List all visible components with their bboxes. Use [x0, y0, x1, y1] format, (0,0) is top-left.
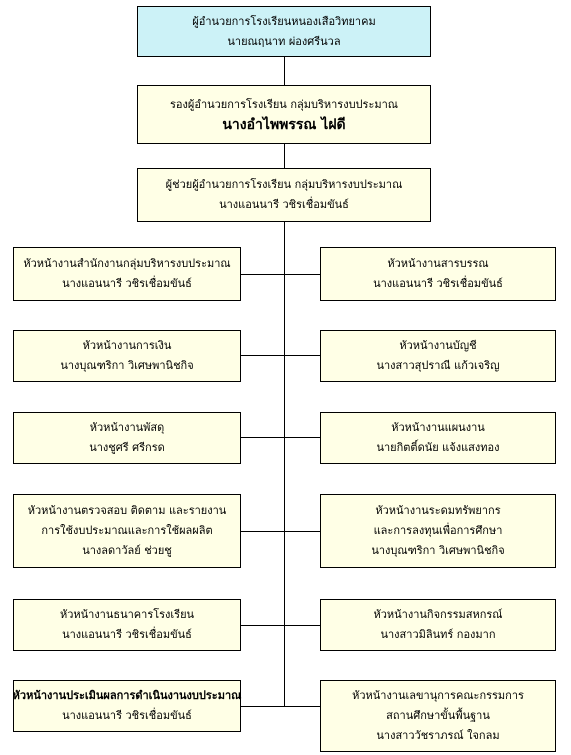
right-3-name: นายกิตติ์ดนัย แจ้งแสงทอง: [376, 441, 500, 454]
director-name: นายณฤนาท ผ่องศรีนวล: [227, 34, 341, 48]
deputy-title: รองผู้อำนวยการโรงเรียน กลุ่มบริหารงบประม…: [170, 97, 398, 111]
assistant-name: นางแอนนารี วชิรเชื่อมขันธ์: [219, 198, 349, 211]
assistant-box: ผู้ช่วยผู้อำนวยการโรงเรียน กลุ่มบริหารงบ…: [137, 168, 431, 222]
right-6-name: นางสาววัชราภรณ์ ใจกลม: [376, 729, 500, 742]
right-4-title: หัวหน้างานระดมทรัพยากร: [375, 504, 501, 517]
left-6-name: นางแอนนารี วชิรเชื่อมขันธ์: [62, 709, 192, 722]
left-box-2: หัวหน้างานการเงิน นางบุณฑริกา วิเศษพานิช…: [13, 330, 241, 382]
left-2-title: หัวหน้างานการเงิน: [82, 339, 172, 352]
left-3-name: นางชูศรี ศรีกรด: [89, 441, 165, 454]
deputy-name: นางอำไพพรรณ ไฝดี: [222, 116, 346, 133]
left-box-3: หัวหน้างานพัสดุ นางชูศรี ศรีกรด: [13, 412, 241, 464]
deputy-box: รองผู้อำนวยการโรงเรียน กลุ่มบริหารงบประม…: [137, 85, 431, 144]
left-1-name: นางแอนนารี วชิรเชื่อมขันธ์: [62, 277, 192, 290]
left-box-6: หัวหน้างานประเมินผลการดำเนินงานงบประมาณ …: [13, 680, 241, 732]
right-box-2: หัวหน้างานบัญชี นางสาวสุปราณี แก้วเจริญ: [320, 330, 556, 382]
right-6-title: หัวหน้างานเลขานุการคณะกรรมการ: [352, 689, 524, 702]
right-5-name: นางสาวมิลินทร์ กองมาก: [380, 628, 496, 641]
right-box-3: หัวหน้างานแผนงาน นายกิตติ์ดนัย แจ้งแสงทอ…: [320, 412, 556, 464]
right-6-subtitle: สถานศึกษาขั้นพื้นฐาน: [386, 709, 490, 722]
left-box-4: หัวหน้างานตรวจสอบ ติดตาม และรายงาน การใช…: [13, 494, 241, 568]
right-1-name: นางแอนนารี วชิรเชื่อมขันธ์: [373, 277, 503, 290]
left-4-title: หัวหน้างานตรวจสอบ ติดตาม และรายงาน: [27, 504, 227, 517]
right-1-title: หัวหน้างานสารบรรณ: [387, 257, 489, 270]
right-5-title: หัวหน้างานกิจกรรมสหกรณ์: [373, 608, 503, 621]
director-box: ผู้อำนวยการโรงเรียนหนองเสือวิทยาคม นายณฤ…: [137, 6, 431, 57]
left-box-5: หัวหน้างานธนาคารโรงเรียน นางแอนนารี วชิร…: [13, 599, 241, 651]
right-box-4: หัวหน้างานระดมทรัพยากร และการลงทุนเพื่อก…: [320, 494, 556, 568]
left-4-subtitle: การใช้งบประมาณและการใช้ผลผลิต: [41, 524, 213, 537]
right-4-subtitle: และการลงทุนเพื่อการศึกษา: [373, 524, 503, 537]
right-box-5: หัวหน้างานกิจกรรมสหกรณ์ นางสาวมิลินทร์ ก…: [320, 599, 556, 651]
left-1-title: หัวหน้างานสำนักงานกลุ่มบริหารงบประมาณ: [23, 257, 231, 270]
left-6-title: หัวหน้างานประเมินผลการดำเนินงานงบประมาณ: [12, 689, 242, 702]
right-4-name: นางบุณฑริกา วิเศษพานิชกิจ: [371, 544, 505, 557]
left-5-name: นางแอนนารี วชิรเชื่อมขันธ์: [62, 628, 192, 641]
left-3-title: หัวหน้างานพัสดุ: [89, 421, 165, 434]
assistant-title: ผู้ช่วยผู้อำนวยการโรงเรียน กลุ่มบริหารงบ…: [165, 178, 403, 191]
left-5-title: หัวหน้างานธนาคารโรงเรียน: [59, 608, 195, 621]
right-box-1: หัวหน้างานสารบรรณ นางแอนนารี วชิรเชื่อมข…: [320, 247, 556, 301]
left-box-1: หัวหน้างานสำนักงานกลุ่มบริหารงบประมาณ นา…: [13, 247, 241, 301]
right-box-6: หัวหน้างานเลขานุการคณะกรรมการ สถานศึกษาข…: [320, 680, 556, 752]
right-2-name: นางสาวสุปราณี แก้วเจริญ: [376, 359, 500, 372]
right-2-title: หัวหน้างานบัญชี: [399, 339, 477, 352]
right-3-title: หัวหน้างานแผนงาน: [391, 421, 485, 434]
director-title: ผู้อำนวยการโรงเรียนหนองเสือวิทยาคม: [192, 14, 376, 28]
left-4-name: นางลดาวัลย์ ช่วยชู: [82, 544, 172, 557]
left-2-name: นางบุณฑริกา วิเศษพานิชกิจ: [60, 359, 194, 372]
